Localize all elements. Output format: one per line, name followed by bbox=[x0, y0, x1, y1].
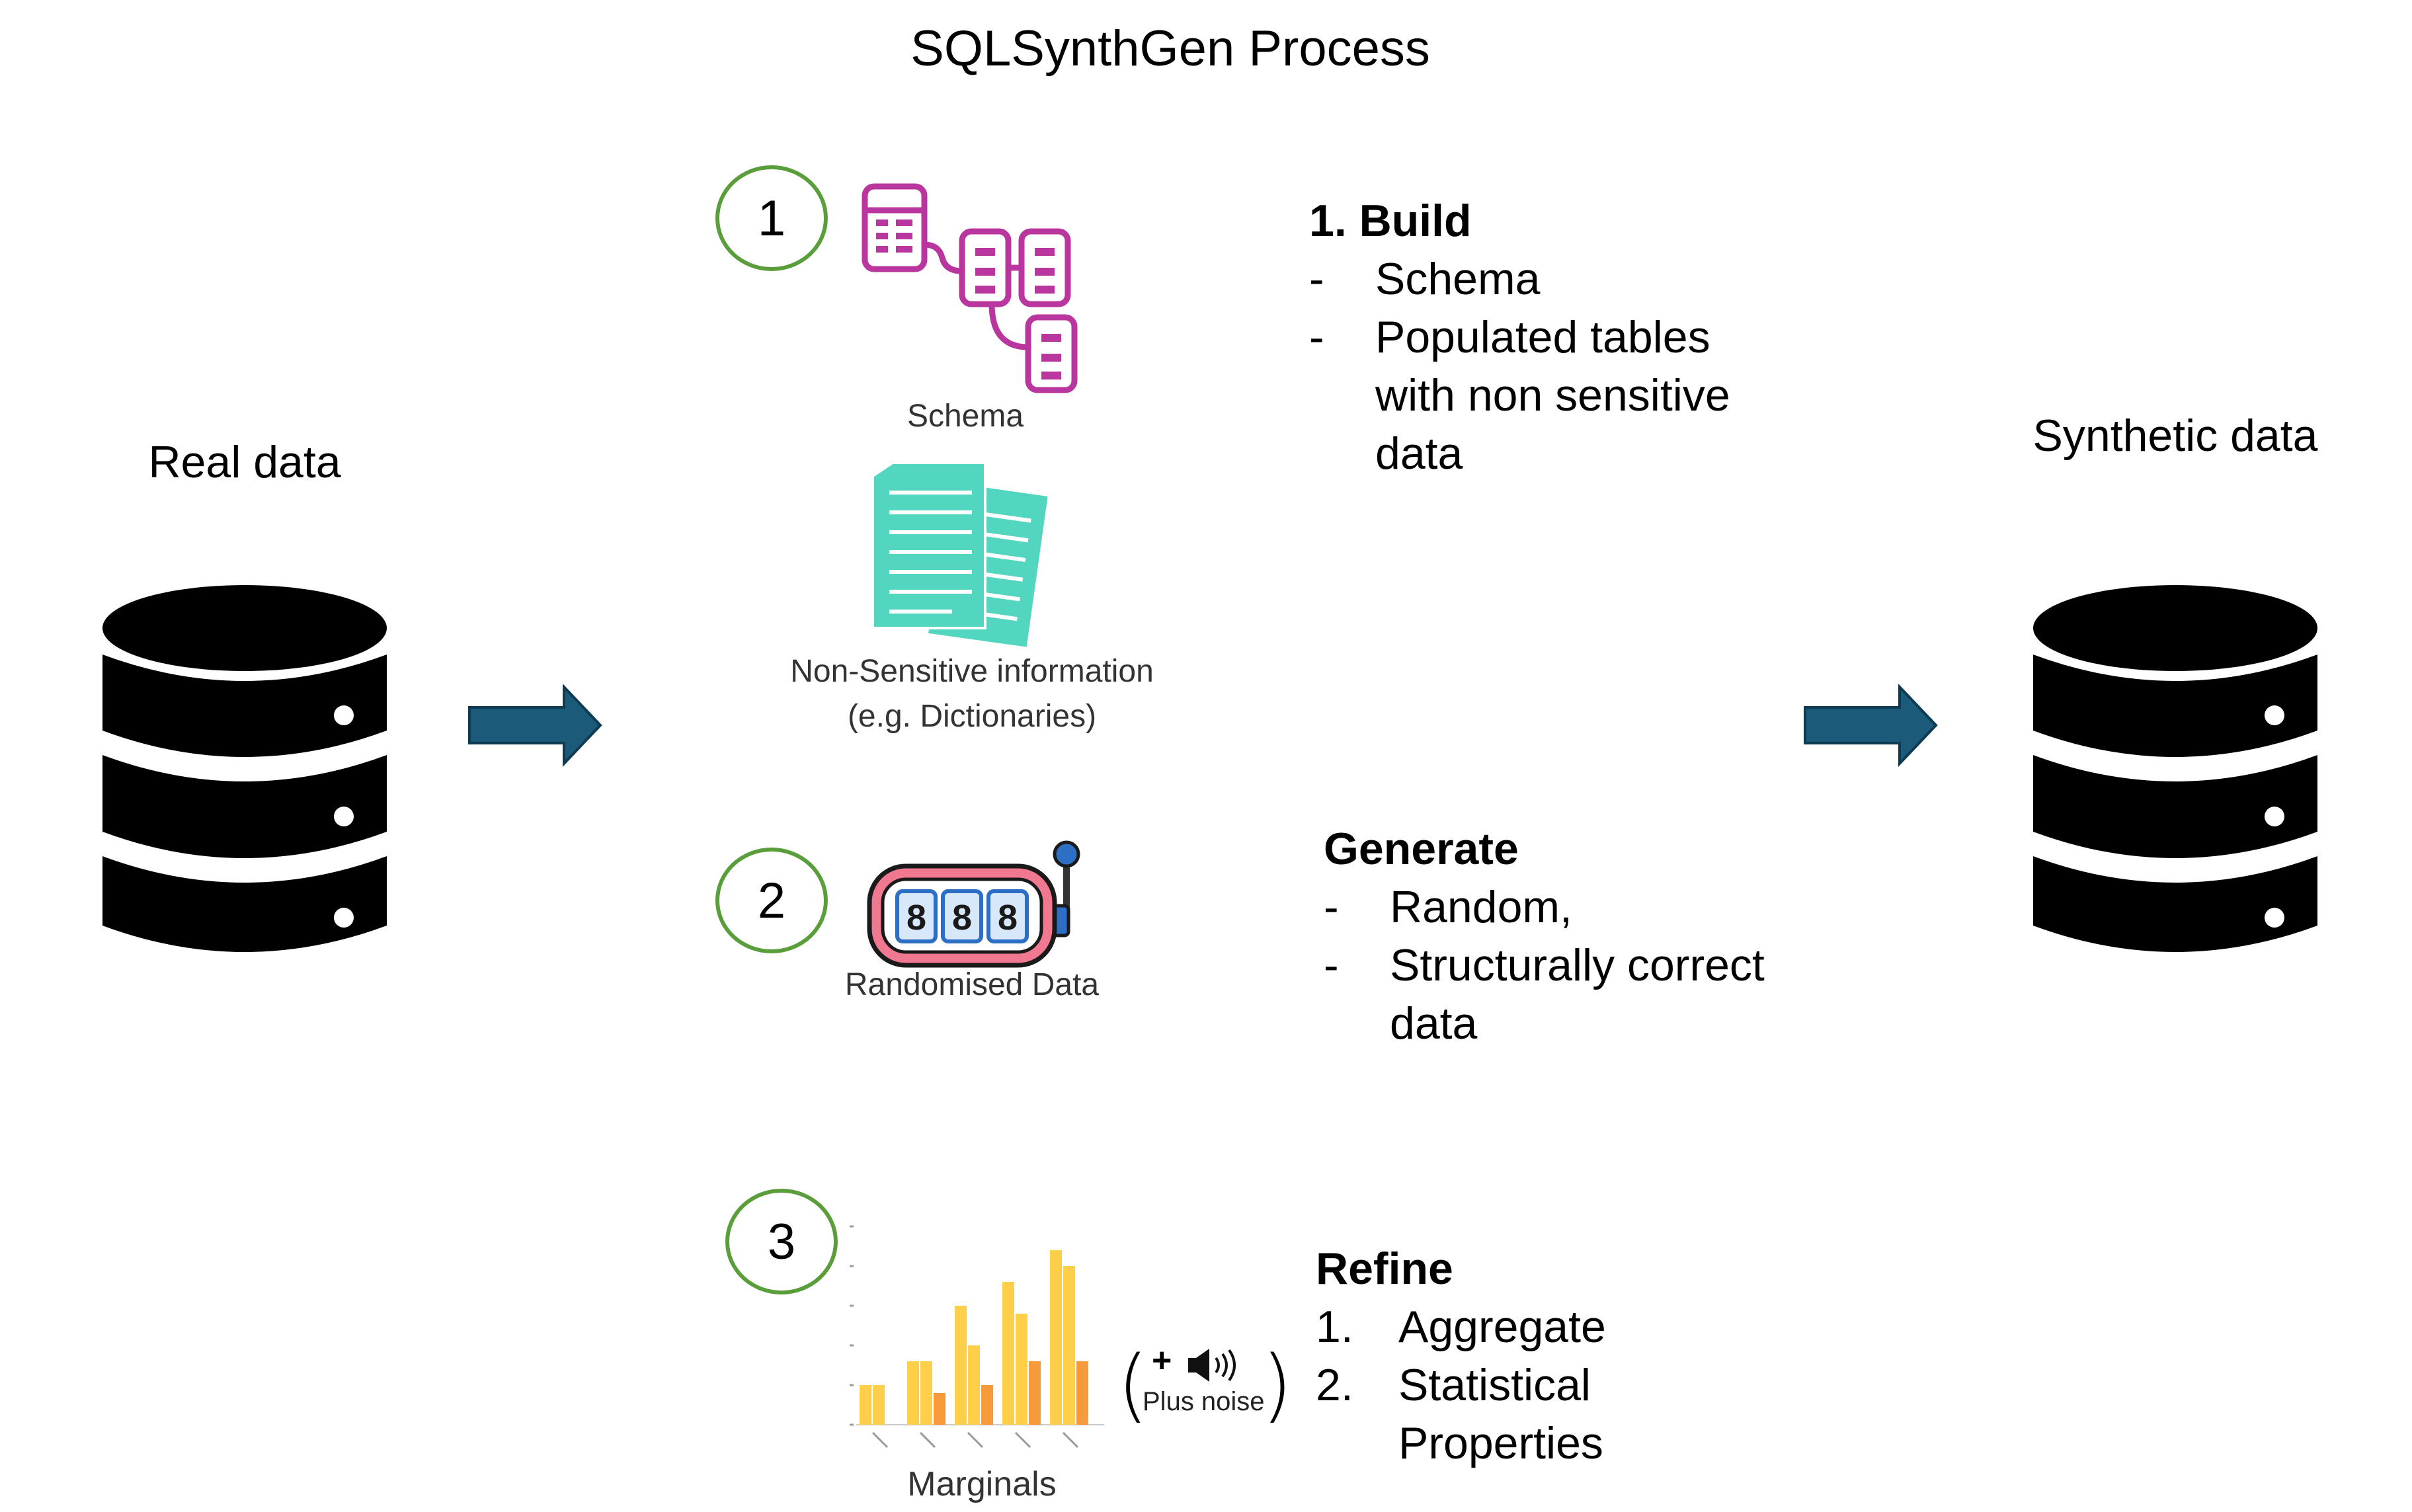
step-3-description: Refine 1.Aggregate 2.Statistical Propert… bbox=[1316, 1240, 1792, 1472]
chart-bar bbox=[907, 1361, 919, 1425]
non-sensitive-caption-line-2: (e.g. Dictionaries) bbox=[847, 699, 1097, 734]
marginals-caption: Marginals bbox=[907, 1465, 1057, 1503]
chart-bar bbox=[1050, 1250, 1062, 1425]
close-paren: ) bbox=[1262, 1339, 1293, 1431]
chart-bar bbox=[920, 1361, 932, 1425]
non-sensitive-caption-line-1: Non-Sensitive information bbox=[790, 654, 1154, 689]
step-2-heading: Generate bbox=[1324, 824, 1519, 874]
synthetic-data-label: Synthetic data bbox=[2032, 411, 2318, 461]
randomised-data-caption: Randomised Data bbox=[844, 967, 1100, 1002]
slot-digit-2: 8 bbox=[952, 898, 972, 937]
plus-symbol: + bbox=[1152, 1341, 1172, 1380]
step-2-description: Generate -Random, -Structurally correct … bbox=[1324, 820, 1800, 1053]
synthetic-data-database-icon bbox=[2033, 585, 2317, 952]
chart-x-tick bbox=[871, 1431, 889, 1449]
plus-noise-group: ( + Plus noise ) bbox=[1117, 1339, 1293, 1436]
marginals-bar-chart bbox=[850, 1225, 1104, 1449]
chart-bar bbox=[934, 1393, 945, 1425]
step-3-item: 1.Aggregate bbox=[1316, 1302, 1606, 1352]
plus-noise-label: Plus noise bbox=[1143, 1387, 1265, 1416]
chart-bar bbox=[1076, 1361, 1088, 1425]
open-paren: ( bbox=[1117, 1339, 1148, 1431]
chart-bar bbox=[1029, 1361, 1041, 1425]
chart-bar bbox=[873, 1385, 885, 1425]
chart-x-tick bbox=[1062, 1431, 1079, 1449]
chart-bar bbox=[968, 1345, 980, 1425]
slot-machine-icon: 8 8 8 bbox=[867, 840, 1080, 968]
step-2-item: -Random, bbox=[1324, 882, 1572, 932]
real-data-label: Real data bbox=[148, 437, 341, 487]
chart-bar bbox=[1002, 1282, 1014, 1425]
step-1-item: -Schema bbox=[1309, 254, 1541, 304]
step-3-heading: Refine bbox=[1316, 1244, 1453, 1294]
step-1-heading: 1. Build bbox=[1309, 196, 1472, 246]
slot-digit-1: 8 bbox=[906, 898, 926, 937]
speaker-noise-icon bbox=[1188, 1349, 1236, 1382]
step-3-circle: 3 bbox=[725, 1189, 838, 1294]
real-data-database-icon bbox=[102, 585, 387, 952]
schema-icon bbox=[862, 183, 1078, 393]
right-flow-arrow-icon bbox=[1804, 684, 1938, 767]
left-flow-arrow-icon bbox=[468, 684, 602, 767]
slot-digit-3: 8 bbox=[998, 898, 1018, 937]
documents-icon bbox=[871, 463, 1048, 647]
chart-x-tick bbox=[1014, 1431, 1031, 1449]
non-sensitive-caption: Non-Sensitive information (e.g. Dictiona… bbox=[747, 649, 1197, 739]
chart-bar bbox=[1063, 1266, 1075, 1425]
chart-bar bbox=[1016, 1314, 1027, 1425]
schema-caption: Schema bbox=[906, 399, 1024, 434]
step-3-item: 2.Statistical Properties bbox=[1316, 1360, 1603, 1468]
chart-x-tick bbox=[919, 1431, 936, 1449]
step-1-description: 1. Build -Schema -Populated tables with … bbox=[1309, 192, 1785, 483]
step-2-circle: 2 bbox=[715, 848, 828, 953]
chart-bar bbox=[860, 1385, 871, 1425]
step-1-circle: 1 bbox=[715, 165, 828, 271]
step-1-item: -Populated tables with non sensitive dat… bbox=[1309, 312, 1730, 479]
chart-bar bbox=[981, 1385, 993, 1425]
step-2-item: -Structurally correct data bbox=[1324, 940, 1765, 1049]
chart-bar bbox=[955, 1306, 967, 1425]
chart-x-tick bbox=[967, 1431, 984, 1449]
page-title: SQLSynthGen Process bbox=[910, 20, 1430, 77]
